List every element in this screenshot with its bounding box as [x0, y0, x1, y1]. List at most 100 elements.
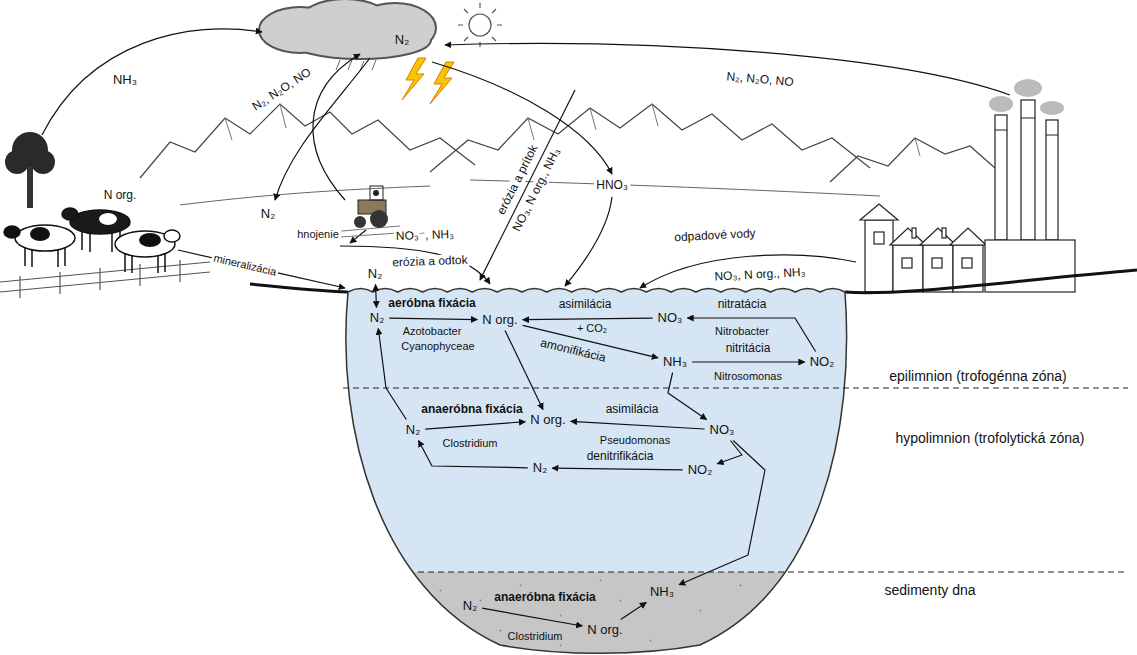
chemical-label: NH₃ — [111, 73, 139, 88]
cycle-arrow — [621, 603, 647, 620]
house — [923, 245, 953, 292]
cow-patch — [99, 213, 117, 225]
species-node: NO₂ — [685, 462, 716, 479]
process-label: denitrifikácia — [587, 450, 654, 464]
ground-line — [845, 270, 1137, 293]
cycle-arrow — [692, 361, 805, 362]
cycle-arrow — [717, 441, 742, 464]
cycle-arrow — [376, 285, 377, 308]
process-label: nitratácia — [718, 298, 767, 312]
sediment-fill — [330, 572, 870, 655]
flow-arrow — [640, 255, 856, 288]
species-label: N₂ — [370, 311, 384, 326]
ground-line — [250, 284, 348, 292]
cow — [115, 230, 180, 273]
houses — [860, 204, 986, 292]
lake-outline — [346, 289, 847, 654]
tree-trunk — [27, 168, 33, 208]
species-label: NO₂ — [810, 355, 835, 370]
roof — [860, 204, 898, 220]
flow-arrow — [445, 43, 1010, 95]
process-label: asimilácia — [559, 298, 612, 312]
species-node: N org. — [527, 412, 568, 429]
sun-rays — [458, 3, 502, 47]
cow-body — [70, 210, 130, 234]
window — [874, 232, 884, 244]
species-node: NH₃ — [647, 584, 677, 601]
cycle-arrow — [425, 422, 525, 429]
process-label: aeróbna fixácia — [388, 297, 475, 311]
organism-label: Cyanophyceae — [401, 340, 474, 353]
tractor-wheel — [370, 210, 388, 228]
organism-label: Nitrobacter — [715, 325, 769, 338]
chemical-label: N₂ — [259, 207, 277, 222]
zone-boundary — [343, 388, 1128, 389]
emission-label: N₂, N₂O, NO — [724, 70, 796, 90]
species-node: NO₂ — [807, 354, 838, 371]
species-label: NO₃ — [710, 423, 735, 438]
chemical-label: NO₃, N org., NH₃ — [712, 266, 808, 285]
species-label: N₂ — [463, 599, 477, 614]
species-label: NH₃ — [650, 585, 674, 600]
roof — [920, 228, 956, 245]
sediment-grain — [440, 580, 781, 646]
cycle-arrow — [389, 318, 477, 319]
smoke — [1040, 101, 1064, 115]
mountain-range — [830, 138, 995, 182]
sun — [469, 14, 491, 36]
zone-label: hypolimnion (trofolytická zóna) — [895, 430, 1084, 446]
chemical-label: HNO₃ — [594, 179, 630, 193]
mountain-range — [430, 104, 870, 172]
process-label: hnojenie — [295, 228, 341, 241]
organism-label: Clostridium — [442, 437, 497, 450]
chemical-label: N org. — [102, 189, 139, 203]
cow-body — [15, 225, 75, 251]
cloud-part — [290, 22, 430, 58]
species-node: NO₃ — [707, 422, 738, 439]
process-label: odpadové vody — [672, 227, 758, 245]
tower — [865, 220, 893, 292]
field-line — [180, 186, 430, 205]
flow-arrow — [313, 54, 360, 200]
species-label: N org. — [482, 313, 517, 328]
species-node: N₂ — [460, 598, 480, 615]
roof — [890, 228, 926, 245]
cycle-arrow — [482, 608, 582, 626]
process-label: erózia a odtok — [390, 254, 470, 271]
chimney — [1046, 120, 1058, 240]
species-label: NO₂ — [688, 463, 713, 478]
rain — [336, 60, 376, 71]
cycle-arrow — [668, 373, 707, 420]
cloud-outline — [260, 0, 435, 58]
cow-patch — [139, 233, 161, 247]
cycle-arrow — [552, 468, 683, 470]
cycle-arrow — [571, 421, 705, 429]
chemical-label: N₂ — [395, 33, 409, 48]
chimney — [912, 228, 916, 238]
mountain-range — [140, 104, 475, 178]
flow-arrow — [340, 246, 490, 284]
cycle-arrow — [523, 318, 653, 320]
cow-head — [62, 208, 78, 220]
zone-label: epilimnion (trofogénna zóna) — [889, 368, 1066, 384]
species-node: NH₃ — [660, 354, 690, 371]
chimney — [995, 115, 1007, 240]
process-label: anaeróbna fixácia — [421, 403, 522, 417]
tree-crown — [5, 150, 29, 174]
smoke — [989, 96, 1013, 112]
chimney — [942, 228, 946, 238]
cow-head — [4, 226, 20, 238]
flow-arrow — [42, 29, 262, 135]
chimney — [1021, 100, 1035, 240]
flow-arrow — [178, 250, 345, 288]
cow-head — [164, 230, 180, 242]
process-label: anaeróbna fixácia — [494, 591, 595, 605]
window — [932, 258, 942, 268]
factory — [985, 79, 1075, 292]
species-node: NO₃ — [655, 310, 686, 327]
flow-arrow — [565, 197, 612, 286]
organism-label: Pseudomonas — [600, 434, 670, 447]
